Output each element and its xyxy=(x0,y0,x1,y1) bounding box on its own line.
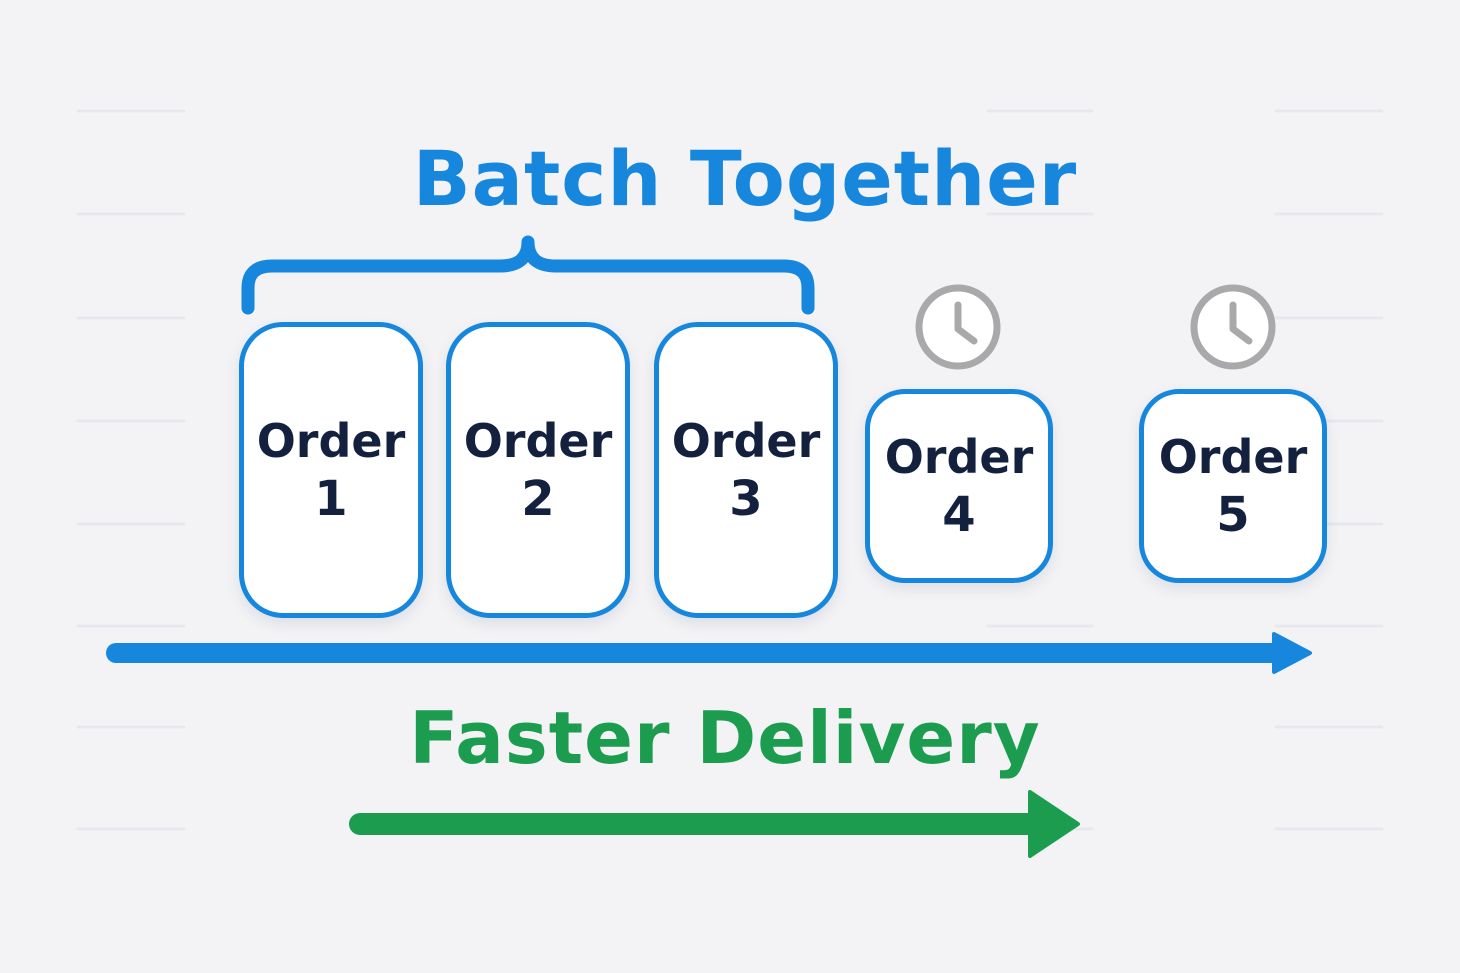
order-label: Order xyxy=(671,414,821,468)
order-number: 2 xyxy=(521,471,555,527)
order-number: 4 xyxy=(942,487,976,543)
order-label: Order xyxy=(256,414,406,468)
order-number: 3 xyxy=(729,471,763,527)
order-card-3: Order 3 xyxy=(654,322,838,618)
order-number: 1 xyxy=(314,471,348,527)
order-number: 5 xyxy=(1216,487,1250,543)
batch-together-title: Batch Together xyxy=(412,134,1078,223)
order-card-4: Order 4 xyxy=(865,389,1053,583)
order-label: Order xyxy=(1158,430,1308,484)
order-card-5: Order 5 xyxy=(1139,389,1327,583)
order-card-1: Order 1 xyxy=(239,322,423,618)
order-label: Order xyxy=(463,414,613,468)
order-card-2: Order 2 xyxy=(446,322,630,618)
order-label: Order xyxy=(884,430,1034,484)
faster-delivery-label: Faster Delivery xyxy=(409,696,1041,780)
